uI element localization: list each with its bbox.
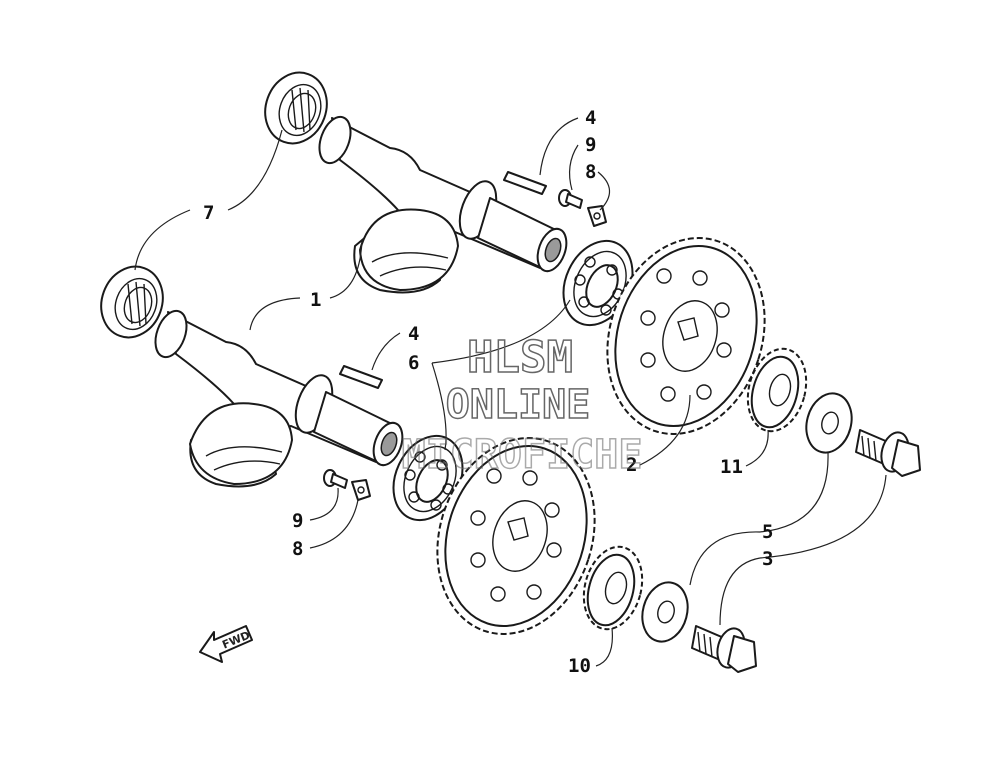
small-bolt-upper — [558, 189, 583, 209]
callout-1: 1 — [310, 289, 321, 311]
watermark-line-3: MICROFICHE — [402, 432, 643, 478]
callout-3: 3 — [762, 548, 773, 570]
callout-9-top: 9 — [585, 134, 596, 156]
flange-bolt-upper — [855, 429, 921, 477]
balance-shaft-lower — [154, 309, 404, 488]
fwd-label: FWD — [220, 629, 252, 652]
drive-gear-lower — [436, 437, 596, 635]
callout-7: 7 — [203, 202, 214, 224]
flange-bolt-lower — [691, 625, 757, 673]
roller-bearing-upper — [264, 71, 328, 145]
woodruff-key-upper — [503, 171, 547, 195]
callout-6: 6 — [408, 352, 419, 374]
flat-washer-upper — [805, 392, 853, 454]
callout-5: 5 — [762, 521, 773, 543]
callout-4-top: 4 — [585, 107, 596, 129]
roller-bearing-lower — [100, 265, 164, 339]
callout-8-top: 8 — [585, 161, 596, 183]
watermark: HLSM ONLINE MICROFICHE — [401, 331, 643, 479]
small-bolt-lower — [323, 469, 348, 489]
callout-9-bottom: 9 — [292, 510, 303, 532]
watermark-line-1: HLSM — [467, 332, 573, 383]
scissor-gear-lower — [582, 545, 644, 631]
flat-washer-lower — [641, 581, 689, 643]
balance-shaft-upper — [318, 115, 568, 294]
drive-gear-upper — [606, 237, 766, 435]
scissor-gear-upper — [746, 347, 808, 433]
callout-11: 11 — [720, 456, 743, 478]
woodruff-key-lower — [339, 365, 383, 389]
lock-washer-upper — [587, 205, 607, 227]
callout-4-mid: 4 — [408, 323, 419, 345]
ball-bearing-upper — [562, 239, 634, 327]
callout-2: 2 — [626, 454, 637, 476]
lock-washer-lower — [351, 479, 371, 501]
callout-10: 10 — [568, 655, 591, 677]
leader-lines — [134, 117, 887, 667]
callout-8-bottom: 8 — [292, 538, 303, 560]
ball-bearing-lower — [392, 434, 464, 522]
watermark-line-2: ONLINE — [446, 382, 591, 428]
fwd-arrow-icon: FWD — [199, 625, 253, 663]
